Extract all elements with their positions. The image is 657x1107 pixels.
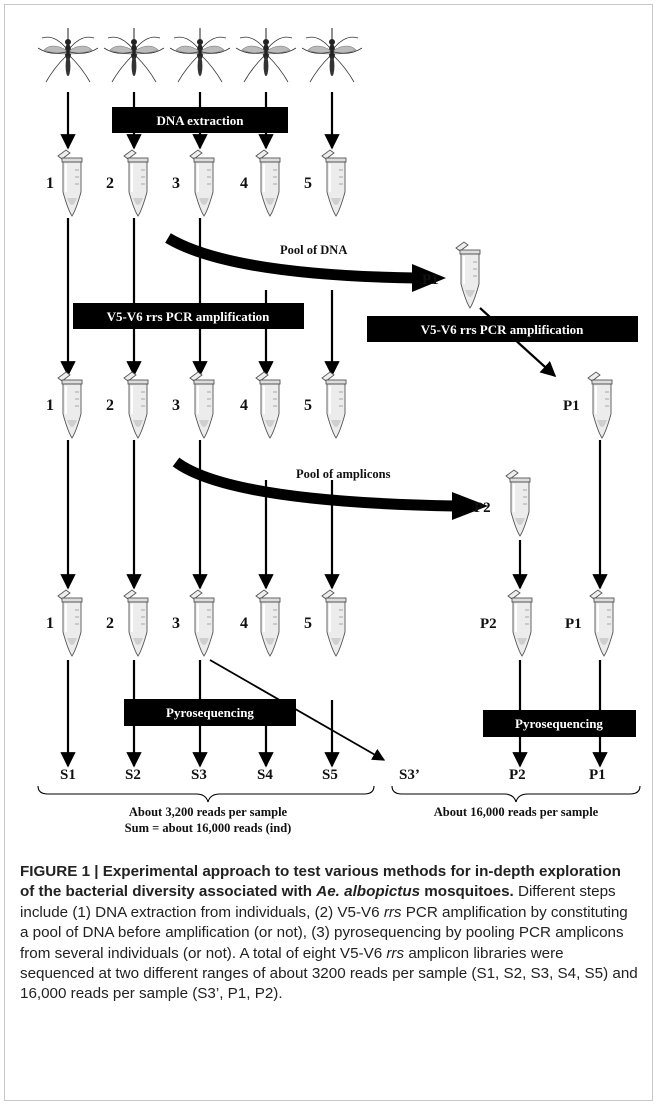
tube-icon xyxy=(123,371,149,439)
mosquito-icon xyxy=(103,27,165,83)
tube-icon xyxy=(57,149,83,217)
pool-tube-p2 xyxy=(505,469,531,537)
individual-label: 1 xyxy=(46,397,54,414)
tube-row-1 xyxy=(57,149,347,217)
pcr-right-label: V5-V6 rrs PCR amplification xyxy=(421,322,585,337)
pcr-left-label: V5-V6 rrs PCR amplification xyxy=(107,309,271,324)
individual-label: 4 xyxy=(240,175,248,192)
pyro-left-label: Pyrosequencing xyxy=(166,705,254,720)
dna-extraction-box xyxy=(112,107,288,133)
brace-left xyxy=(37,785,375,803)
tube-icon xyxy=(255,149,281,217)
sample-label: P1 xyxy=(589,767,606,783)
tube-icon xyxy=(255,371,281,439)
pool-tube-p1-label: P1 xyxy=(563,398,580,414)
tube-icon xyxy=(123,149,149,217)
individual-label: 5 xyxy=(304,397,312,414)
summary-left-line2: Sum = about 16,000 reads (ind) xyxy=(125,821,292,835)
pyro-box-left xyxy=(124,699,296,726)
pool-tube-p1-label: P1 xyxy=(565,616,582,632)
mosquito-icon xyxy=(169,27,231,83)
caption-body-part: Different steps include (1) DNA extracti… xyxy=(20,883,616,921)
individual-label: 1 xyxy=(46,175,54,192)
tube-icon xyxy=(321,149,347,217)
summary-right-line1: About 16,000 reads per sample xyxy=(434,805,599,819)
sample-label: S3’ xyxy=(399,767,420,783)
mosquito-row xyxy=(37,27,363,83)
brace-right xyxy=(391,785,641,803)
individual-label: 4 xyxy=(240,397,248,414)
pool-tube-p2-label: P2 xyxy=(474,500,491,516)
mosquito-icon xyxy=(37,27,99,83)
tube-icon xyxy=(57,589,83,657)
figure-caption: FIGURE 1 | Experimental approach to test… xyxy=(20,862,638,1005)
tube-icon xyxy=(189,589,215,657)
pool-tube-p1 xyxy=(455,241,481,309)
tube-icon xyxy=(321,371,347,439)
pyro-right-label: Pyrosequencing xyxy=(515,716,603,731)
individual-label: 2 xyxy=(106,615,114,632)
pool-of-dna-label: Pool of DNA xyxy=(280,243,347,257)
pcr-box-right xyxy=(367,316,638,342)
pool-dna-arrow xyxy=(165,233,416,284)
sample-label: S4 xyxy=(257,767,273,783)
tube-icon xyxy=(189,371,215,439)
individual-label: 3 xyxy=(172,397,180,414)
sample-label: S3 xyxy=(191,767,207,783)
tube-icon xyxy=(321,589,347,657)
tube-icon xyxy=(587,371,613,439)
tube-icon xyxy=(507,589,533,657)
individual-label: 5 xyxy=(304,175,312,192)
caption-species: Ae. albopictus xyxy=(316,883,421,901)
sample-label: P2 xyxy=(509,767,526,783)
sample-label: S5 xyxy=(322,767,338,783)
individual-label: 2 xyxy=(106,175,114,192)
pool-tube-p2-label: P2 xyxy=(480,616,497,632)
caption-title-end: mosquitoes. xyxy=(420,883,514,901)
caption-gene-rrs: rrs xyxy=(383,903,402,921)
dna-extraction-label: DNA extraction xyxy=(156,113,244,128)
pcr-box-left xyxy=(73,303,304,329)
figure-frame xyxy=(4,4,653,1101)
tube-icon xyxy=(189,149,215,217)
mosquito-icon xyxy=(301,27,363,83)
tube-icon xyxy=(589,589,615,657)
caption-title: FIGURE 1 | Experimental approach to test… xyxy=(20,863,621,900)
caption-body-part: amplicon libraries were sequenced at two… xyxy=(20,944,638,1003)
individual-label: 3 xyxy=(172,175,180,192)
caption-body-part: PCR amplification by constituting a pool… xyxy=(20,903,628,962)
caption-gene-rrs: rrs xyxy=(386,944,405,962)
pyro-box-right xyxy=(483,710,636,737)
individual-label: 2 xyxy=(106,397,114,414)
caption-title-text: FIGURE 1 | Experimental approach to test… xyxy=(20,863,621,901)
pool-of-amplicons-label: Pool of amplicons xyxy=(296,467,391,481)
workflow-diagram: DNA extraction 1 2 3 4 5 Pool of DNA P1 xyxy=(37,27,641,835)
sample-label: S1 xyxy=(60,767,76,783)
individual-label: 5 xyxy=(304,615,312,632)
tube-row-2 xyxy=(57,371,613,439)
sample-label: S2 xyxy=(125,767,141,783)
tube-row-3 xyxy=(57,589,615,657)
individual-label: 3 xyxy=(172,615,180,632)
mosquito-icon xyxy=(235,27,297,83)
tube-icon xyxy=(123,589,149,657)
tube-icon xyxy=(255,589,281,657)
pool-tube-p1-label: P1 xyxy=(422,272,439,288)
individual-label: 1 xyxy=(46,615,54,632)
individual-label: 4 xyxy=(240,615,248,632)
pool-amplicons-arrow xyxy=(172,457,456,512)
tube-icon xyxy=(57,371,83,439)
summary-left-line1: About 3,200 reads per sample xyxy=(129,805,288,819)
